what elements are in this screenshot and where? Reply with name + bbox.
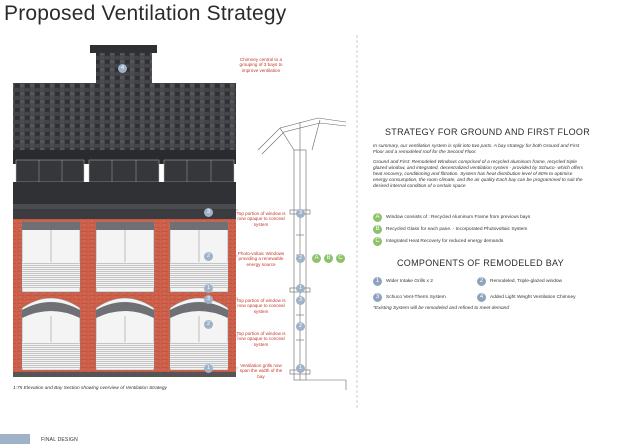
elevation-marker: 1: [204, 364, 213, 373]
chimney-marker: 4: [118, 64, 127, 73]
components-note: *Existing System will be remodeled and r…: [373, 306, 509, 311]
section-marker-a: A: [312, 254, 321, 263]
component-item-1: 1 Wider Intake Grills x 2: [373, 274, 477, 288]
elevation-caption: 1:75 Elevation and Bay Section showing o…: [13, 386, 167, 391]
elevation-marker: 3: [204, 295, 213, 304]
annotation-top-portion-3: Top portion of window is now opaque to c…: [236, 331, 286, 347]
strategy-item-text: Window consists of : Recycled Aluminum F…: [386, 214, 531, 220]
upper-windows: [15, 159, 235, 183]
components-list: 1 Wider Intake Grills x 2 2 Remodeled, T…: [373, 274, 603, 304]
roof-slate: [13, 83, 236, 163]
section-marker: 2: [296, 254, 305, 263]
strategy-item-a: A Window consists of : Recycled Aluminum…: [373, 211, 530, 223]
footer-bar: [0, 434, 30, 444]
strategy-list: A Window consists of : Recycled Aluminum…: [373, 211, 530, 247]
annotation-top-portion-2: Top portion of window is now opaque to c…: [236, 298, 286, 314]
section-marker: 3: [296, 296, 305, 305]
section-marker-b: B: [324, 254, 333, 263]
annotation-photovoltaic: Photo-voltaic Windows providing a renewa…: [237, 251, 285, 267]
annotation-chimney: Chimney central to a grouping of 3 bays …: [239, 57, 283, 73]
component-item-4: 4 Added Light Weight Ventilation Chimney: [477, 290, 576, 304]
component-item-2: 2 Remodeled, Triple-glazed window: [477, 274, 562, 288]
section-marker: 3: [296, 209, 305, 218]
badge-a: A: [373, 212, 382, 222]
component-text: Added Light Weight Ventilation Chimney: [490, 294, 576, 300]
section-marker: 1: [296, 364, 305, 373]
annotation-grills: Ventilation grills now span the width of…: [239, 363, 283, 379]
section-marker: 2: [296, 322, 305, 331]
annotation-top-portion-1: Top portion of window is now opaque to c…: [236, 211, 286, 227]
badge-c: C: [373, 236, 382, 246]
badge-3: 3: [373, 292, 382, 302]
elevation-marker: 3: [204, 208, 213, 217]
section-marker-c: C: [336, 254, 345, 263]
elevation-marker: 1: [204, 284, 213, 293]
component-text: Schuco Vent-Therm System: [386, 294, 446, 300]
component-text: Remodeled, Triple-glazed window: [490, 278, 562, 284]
footer-label: FINAL DESIGN: [41, 437, 78, 443]
strategy-item-c: C Integrated Heat Recovery for reduced e…: [373, 235, 530, 247]
strategy-item-b: B Recycled Glass for each pane. - Incorp…: [373, 223, 530, 235]
strategy-item-text: Integrated Heat Recovery for reduced ene…: [386, 238, 504, 244]
component-text: Wider Intake Grills x 2: [386, 278, 433, 284]
strategy-detail: Ground and First: Remodeled Windows comp…: [373, 160, 584, 189]
strategy-heading: STRATEGY FOR GROUND AND FIRST FLOOR: [385, 127, 591, 137]
strategy-summary: In summary, our ventilation system is sp…: [373, 144, 580, 155]
ground-floor-bays: [21, 297, 229, 371]
component-item-3: 3 Schuco Vent-Therm System: [373, 290, 477, 304]
badge-b: B: [373, 224, 382, 234]
page-title: Proposed Ventilation Strategy: [4, 2, 287, 25]
bay-section: [257, 117, 347, 390]
badge-2: 2: [477, 276, 486, 286]
badge-4: 4: [477, 292, 486, 302]
section-marker: 1: [296, 284, 305, 293]
components-heading: COMPONENTS OF REMODELED BAY: [397, 258, 564, 268]
strategy-item-text: Recycled Glass for each pane. - Incorpor…: [386, 226, 528, 232]
elevation-marker: 2: [204, 320, 213, 329]
badge-1: 1: [373, 276, 382, 286]
elevation-marker: 2: [204, 252, 213, 261]
first-floor-bays: [21, 221, 229, 293]
